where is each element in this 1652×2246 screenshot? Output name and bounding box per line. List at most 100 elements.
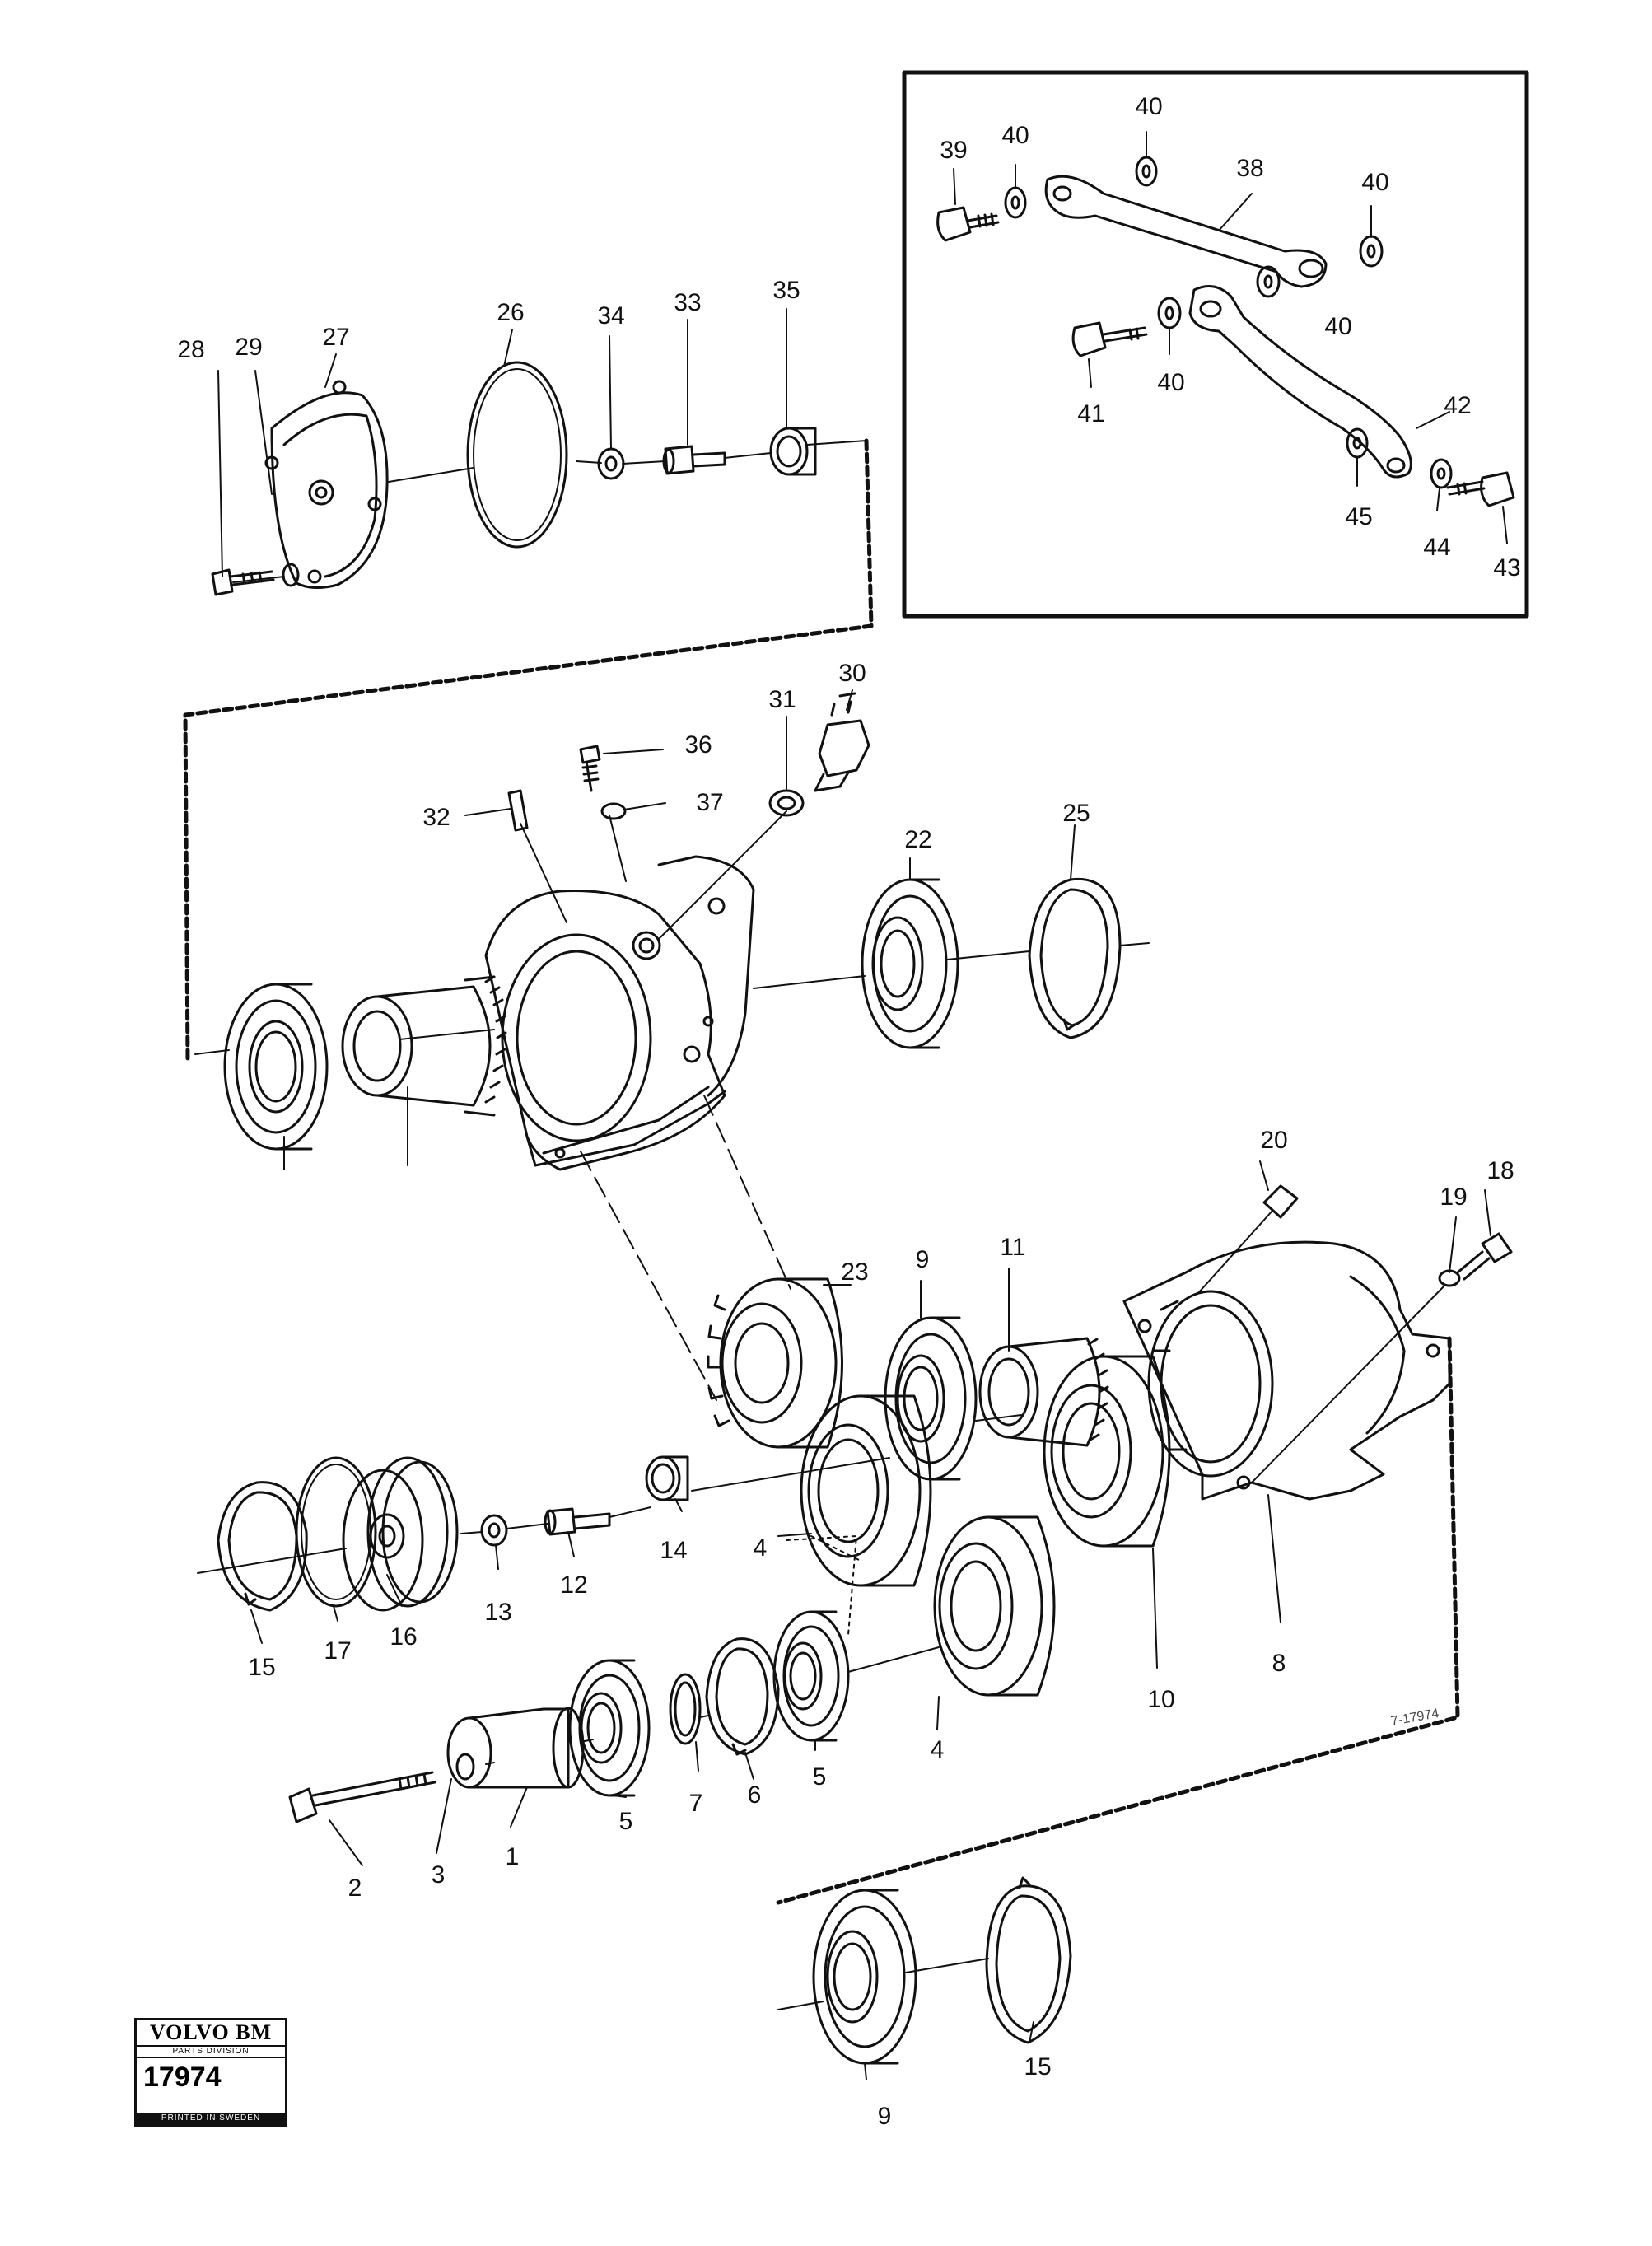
bolt-18: [1456, 1232, 1513, 1281]
callout-16: 16: [390, 1623, 418, 1651]
callout-9-lower: 9: [877, 2103, 892, 2130]
callout-30: 30: [838, 660, 866, 687]
callout-27: 27: [322, 324, 350, 351]
callout-26: 26: [497, 299, 525, 326]
gear-4-upper: [800, 1394, 932, 1587]
callout-31: 31: [768, 686, 796, 713]
callout-1: 1: [505, 1843, 520, 1870]
washer-37: [600, 802, 627, 820]
bearing-left: [223, 983, 329, 1151]
pin-32: [507, 789, 529, 832]
assembly-axis-top: [388, 440, 867, 483]
cover-plate-27: [264, 380, 389, 589]
callout-10: 10: [1147, 1686, 1175, 1713]
callout-17: 17: [324, 1637, 352, 1665]
bearing-9-upper: [884, 1316, 978, 1481]
sleeve-11: [978, 1337, 1109, 1447]
washer-13: [480, 1514, 508, 1547]
bushing-35: [769, 427, 817, 476]
callout-15-right: 15: [1024, 2053, 1052, 2080]
bolt-41: [1071, 321, 1148, 357]
assembly-axis-middle: [194, 942, 1150, 1055]
callout-35: 35: [772, 277, 800, 304]
callout-3: 3: [431, 1861, 446, 1889]
callout-36: 36: [684, 731, 712, 759]
callout-39: 39: [940, 137, 968, 164]
ring-7: [669, 1673, 702, 1745]
assembly-axis-lower: [197, 1414, 1022, 1574]
logo-part-number: 17974: [143, 2062, 222, 2093]
callout-34: 34: [597, 302, 625, 329]
inset-frame: [902, 70, 1529, 619]
volvo-bm-logo: VOLVO BM PARTS DIVISION 17974 PRINTED IN…: [134, 2018, 287, 2127]
callout-2: 2: [348, 1875, 362, 1902]
gear-10: [1043, 1355, 1171, 1548]
washers-40: [1004, 156, 1453, 489]
bushing-14: [645, 1455, 689, 1501]
callout-22: 22: [904, 826, 932, 853]
bearing-5-left: [568, 1659, 651, 1797]
callout-40-c: 40: [1361, 169, 1389, 196]
callout-41: 41: [1077, 400, 1105, 427]
main-housing: [484, 855, 755, 1171]
plug-33: [662, 445, 726, 475]
callout-4-lower: 4: [930, 1736, 945, 1763]
callout-40-b: 40: [1135, 93, 1163, 120]
callout-25: 25: [1062, 800, 1090, 827]
callout-44: 44: [1423, 534, 1451, 561]
callout-32: 32: [422, 804, 450, 831]
washer-29: [282, 563, 300, 587]
gear-4-lower: [933, 1515, 1056, 1697]
callout-45: 45: [1345, 503, 1373, 530]
callout-28: 28: [177, 336, 205, 363]
callout-11: 11: [1000, 1234, 1026, 1261]
bolt-39: [936, 206, 1000, 242]
washer-34: [597, 447, 625, 480]
callout-40-e: 40: [1157, 369, 1185, 396]
callout-15-left: 15: [248, 1654, 276, 1681]
gear-23: [707, 1277, 843, 1449]
callout-38: 38: [1236, 155, 1264, 182]
callout-20: 20: [1260, 1127, 1288, 1154]
callout-40-d: 40: [1324, 313, 1352, 340]
callout-13: 13: [484, 1599, 512, 1626]
callout-29: 29: [235, 334, 263, 361]
bolt-28: [211, 568, 275, 596]
snap-ring-6: [705, 1637, 780, 1756]
callout-9-upper: 9: [915, 1246, 930, 1273]
callout-leaders: [217, 308, 1491, 2080]
callout-4-upper: 4: [753, 1534, 768, 1562]
callout-42: 42: [1444, 392, 1472, 419]
shaft-sleeve: [341, 975, 507, 1117]
callout-7: 7: [688, 1790, 703, 1817]
spacer-1: [446, 1707, 585, 1789]
callout-8: 8: [1272, 1650, 1286, 1677]
connector-dashed-top: [183, 438, 874, 1065]
bearing-5-right: [772, 1610, 850, 1742]
snap-ring-15-left: [217, 1481, 308, 1612]
logo-printed: PRINTED IN SWEDEN: [137, 2113, 285, 2124]
bearing-9-lower: [812, 1889, 917, 2065]
plug-12: [544, 1507, 611, 1536]
snap-ring-25: [1028, 877, 1122, 1039]
callout-40-a: 40: [1001, 122, 1029, 149]
linkage-rod-38: [1044, 175, 1328, 288]
connector-dashed-bottom: [776, 1336, 1460, 1905]
washer-3: [455, 1753, 475, 1781]
bolt-2: [288, 1771, 436, 1823]
callout-5-right: 5: [812, 1763, 827, 1791]
sensor-30: [814, 692, 870, 792]
logo-division: PARTS DIVISION: [137, 2047, 285, 2058]
callout-14: 14: [660, 1537, 688, 1564]
callout-18: 18: [1486, 1157, 1514, 1184]
callout-33: 33: [674, 289, 702, 316]
callout-6: 6: [747, 1781, 762, 1809]
screw-36: [579, 745, 601, 792]
callout-23: 23: [841, 1258, 869, 1286]
linkage-rod-42: [1188, 285, 1412, 479]
o-ring-17: [295, 1456, 377, 1608]
callout-37: 37: [696, 789, 724, 816]
callout-19: 19: [1440, 1184, 1468, 1211]
